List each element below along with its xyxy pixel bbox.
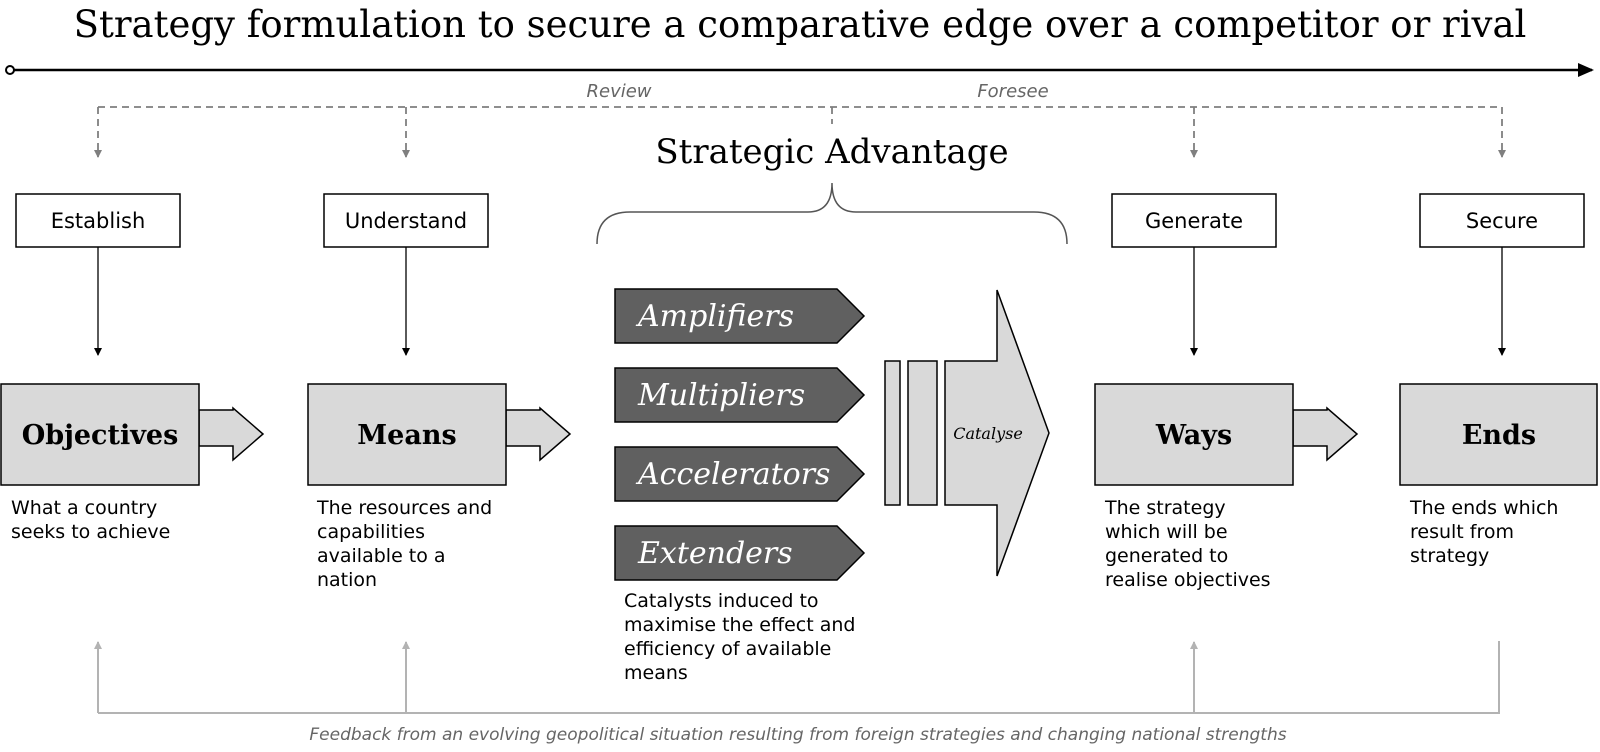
stage-objectives-desc: What a country seeks to achieve	[11, 497, 170, 543]
stage-ends-label: Ends	[1462, 420, 1536, 451]
stage-ways-desc: The strategy which will be generated to …	[1104, 497, 1271, 591]
timeline-arrow	[5, 63, 1594, 77]
stage-ends: Ends	[1399, 383, 1598, 486]
action-arrows	[94, 247, 1506, 356]
action-secure-label: Secure	[1466, 209, 1538, 233]
action-generate-label: Generate	[1145, 209, 1243, 233]
catalysts-desc: Catalysts induced to maximise the effect…	[624, 590, 862, 684]
action-secure: Secure	[1419, 193, 1585, 248]
feedback-label: Feedback from an evolving geopolitical s…	[309, 725, 1286, 745]
foresee-label: Foresee	[977, 81, 1048, 102]
action-establish: Establish	[15, 193, 181, 248]
catalyse-arrow: Catalyse	[884, 289, 1050, 577]
catalyst-amplifiers-label: Amplifiers	[635, 299, 794, 334]
stage-means-label: Means	[357, 420, 456, 451]
diagram-title: Strategy formulation to secure a compara…	[74, 3, 1527, 46]
stage-ways-label: Ways	[1155, 420, 1232, 451]
stage-objectives-label: Objectives	[22, 420, 179, 451]
catalyst-extenders-label: Extenders	[637, 536, 793, 571]
stage-ends-desc: The ends which result from strategy	[1409, 497, 1565, 567]
review-label: Review	[586, 81, 651, 102]
strategic-advantage-heading: Strategic Advantage	[655, 132, 1008, 172]
action-understand-label: Understand	[345, 209, 467, 233]
stage-means-desc: The resources and capabilities available…	[316, 497, 498, 591]
action-establish-label: Establish	[51, 209, 146, 233]
catalyse-label: Catalyse	[953, 424, 1023, 443]
catalyst-amplifiers: Amplifiers	[614, 288, 866, 344]
catalyst-accelerators-label: Accelerators	[635, 457, 830, 492]
catalyst-multipliers-label: Multipliers	[637, 378, 805, 413]
stage-ways: Ways	[1094, 383, 1359, 486]
catalyst-extenders: Extenders	[614, 525, 866, 581]
catalyst-multipliers: Multipliers	[614, 367, 866, 423]
curly-brace	[596, 182, 1068, 245]
stage-means: Means	[307, 383, 572, 486]
catalyst-accelerators: Accelerators	[614, 446, 866, 502]
action-generate: Generate	[1111, 193, 1277, 248]
review-foresee-bracket	[94, 106, 1506, 158]
action-understand: Understand	[323, 193, 489, 248]
feedback-loop	[94, 641, 1500, 714]
stage-objectives: Objectives	[0, 383, 265, 486]
